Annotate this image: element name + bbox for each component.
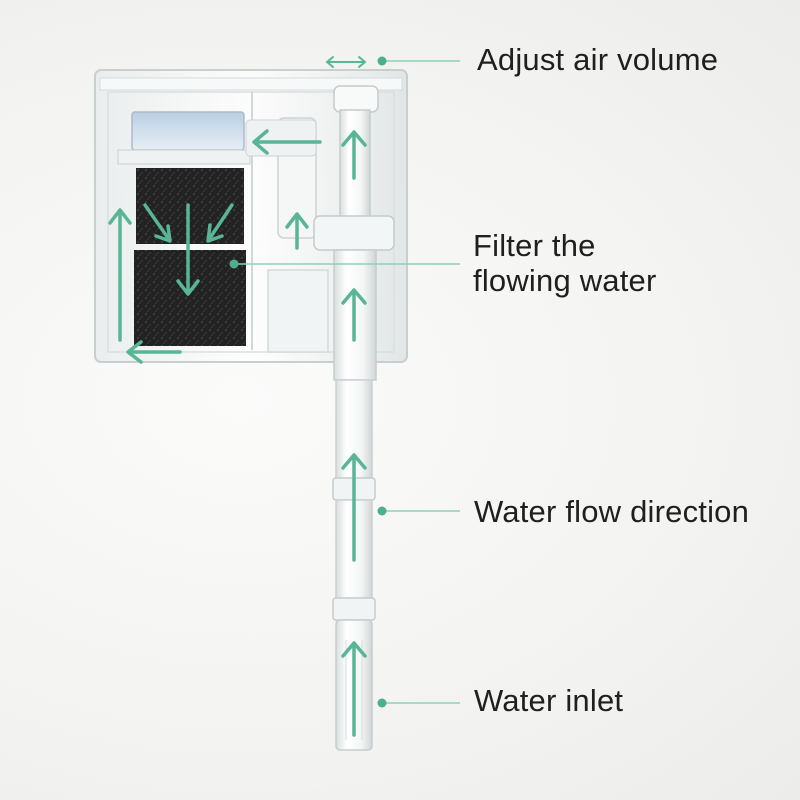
water-inlet-label: Water inlet [474,683,624,718]
adjust-air-volume-label: Adjust air volume [477,42,719,77]
flow-arrow-icon [108,129,367,737]
water-flow-direction-label: Water flow direction [474,494,750,529]
air-adjust-knob [333,85,379,113]
filter-water-label-line1: Filter the [473,228,596,263]
callout-lines [234,60,460,704]
filter-water-label-line2: flowing water [473,263,657,298]
filter-cartridge [117,111,251,165]
air-adjust-double-arrow-icon [325,56,367,68]
filter-sponges [134,168,246,346]
pump-housing [245,117,317,239]
callout-dot-icon [229,56,387,708]
